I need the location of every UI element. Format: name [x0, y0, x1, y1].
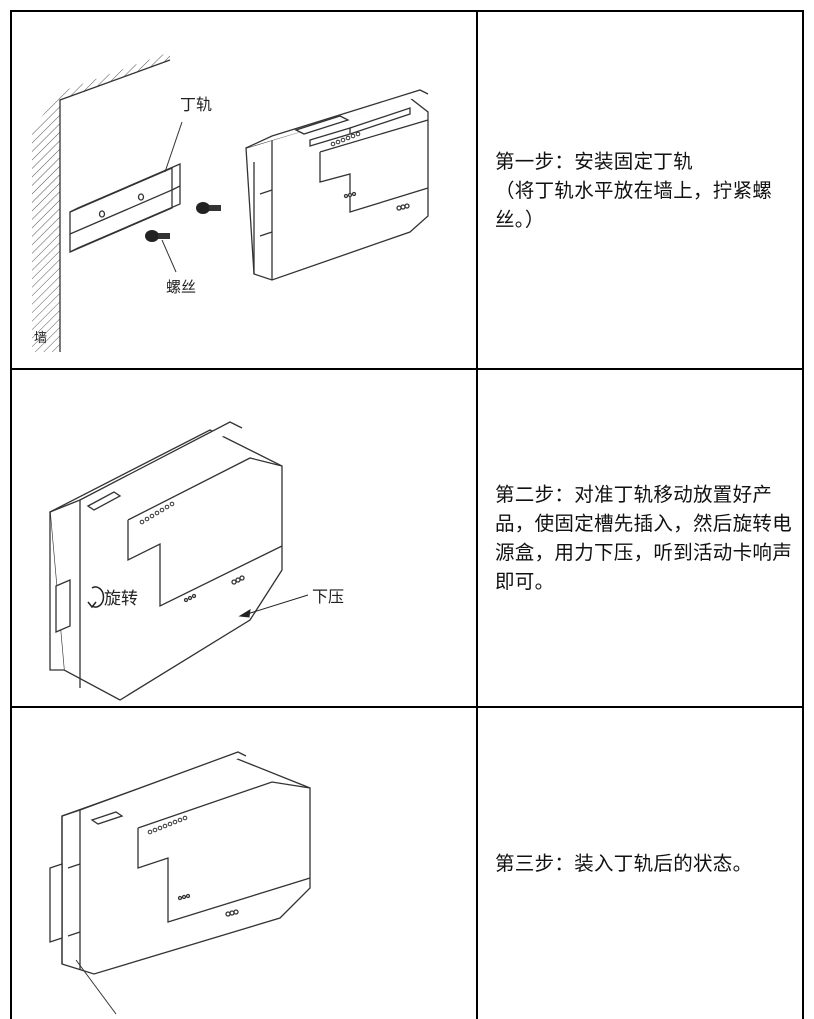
step3-illustration	[49, 751, 311, 1015]
label-screw: 螺丝	[166, 278, 196, 296]
table-border-right	[802, 10, 804, 1019]
step2-illustration: 旋转 下压	[49, 421, 344, 701]
step1-description: 第一步：安装固定丁轨 （将丁轨水平放在墙上，拧紧螺丝。）	[495, 149, 773, 231]
label-press: 下压	[312, 587, 344, 606]
label-wall: 墙	[34, 331, 47, 346]
table-border-top	[10, 10, 804, 12]
step2-description: 第二步：对准丁轨移动放置好产品，使固定槽先插入，然后旋转电源盒，用力下压，听到活…	[495, 483, 793, 593]
table-border-left	[10, 10, 12, 1019]
step2-text-cell: 第二步：对准丁轨移动放置好产品，使固定槽先插入，然后旋转电源盒，用力下压，听到活…	[478, 370, 804, 706]
label-rotate: 旋转	[104, 589, 138, 609]
mounted-power-supply-box-drawing	[49, 751, 311, 975]
power-supply-box-tilted-drawing	[49, 421, 283, 701]
step1-illustration-cell: 丁轨 螺丝 墙	[10, 12, 476, 368]
step3-illustration-cell	[10, 708, 476, 1019]
table-row-divider-1	[10, 368, 804, 370]
wall-drawing	[32, 52, 171, 352]
step1-text-cell: 第一步：安装固定丁轨 （将丁轨水平放在墙上，拧紧螺丝。）	[478, 12, 804, 368]
step3-text-cell: 第三步：装入丁轨后的状态。	[478, 708, 804, 1019]
instruction-table: 丁轨 螺丝 墙 第一步：安装固定丁轨 （将丁轨水平放在墙上，拧紧螺丝。）	[10, 10, 804, 1019]
step3-description: 第三步：装入丁轨后的状态。	[495, 852, 753, 875]
table-border-middle	[476, 10, 478, 1019]
step2-illustration-cell: 旋转 下压	[10, 370, 476, 706]
power-supply-box-drawing	[245, 89, 429, 281]
press-arrow-icon	[238, 594, 309, 618]
step1-illustration: 丁轨 螺丝 墙	[32, 52, 429, 352]
label-rail: 丁轨	[180, 95, 212, 114]
table-row-divider-2	[10, 706, 804, 708]
din-rail-drawing	[69, 121, 183, 253]
rotate-arrow-icon	[87, 586, 105, 609]
screws-drawing	[145, 202, 221, 273]
pointer-line	[75, 959, 117, 1015]
